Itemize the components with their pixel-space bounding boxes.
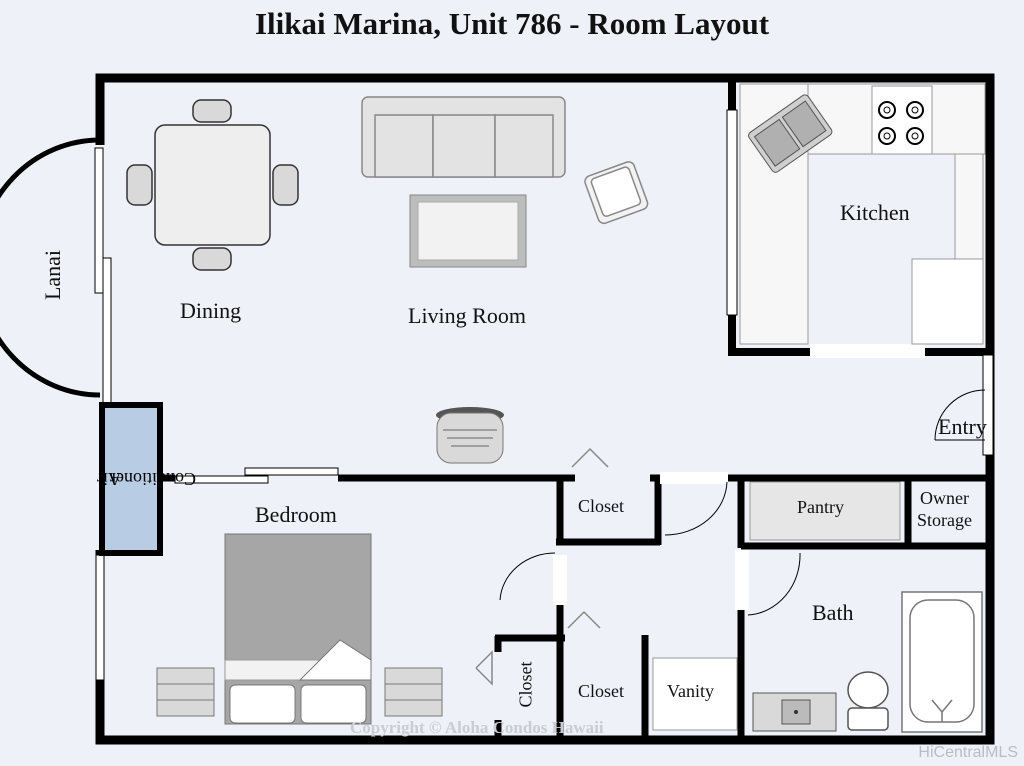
vanity-box <box>652 657 738 731</box>
label-closet-lower: Closet <box>578 681 625 701</box>
label-pantry: Pantry <box>797 497 844 517</box>
bed <box>224 533 372 725</box>
bathtub <box>901 591 983 733</box>
label-owner-storage: Owner Storage <box>917 487 972 531</box>
nightstands <box>156 667 443 717</box>
kitchen-sink <box>748 94 833 173</box>
entry-door <box>934 354 994 456</box>
bedroom-sliding-door <box>174 467 339 484</box>
kitchen-walls <box>728 78 990 356</box>
label-kitchen: Kitchen <box>840 200 910 225</box>
label-bath: Bath <box>812 600 854 625</box>
pantry-shelf <box>749 481 901 541</box>
air-conditioner-box <box>99 402 163 556</box>
swing-doors <box>499 472 801 616</box>
lanai-arc <box>0 137 101 398</box>
label-living-room: Living Room <box>408 303 526 328</box>
label-dining: Dining <box>180 298 242 323</box>
toilet <box>847 671 889 731</box>
label-bedroom: Bedroom <box>255 502 337 527</box>
coffee-table <box>409 194 527 268</box>
dining-table <box>126 99 299 271</box>
interior-walls <box>160 474 990 740</box>
stove <box>871 85 933 155</box>
sofa <box>361 96 566 178</box>
kitchen-opening-strip <box>726 109 738 316</box>
page-title: Ilikai Marina, Unit 786 - Room Layout <box>254 6 770 41</box>
kitchen-opening-bottom <box>810 344 925 358</box>
copyright-text: Copyright © Aloha Condos Hawaii <box>350 718 604 737</box>
label-closet-vertical: Closet <box>515 661 536 708</box>
label-air-conditioner-line2: Conditioner <box>110 469 196 489</box>
label-lanai: Lanai <box>40 249 66 301</box>
floor-fan <box>436 407 504 464</box>
watermark-text: HiCentralMLS <box>918 744 1018 761</box>
closet-door-marks <box>475 447 609 686</box>
label-owner-storage-line1: Owner <box>920 488 969 508</box>
label-owner-storage-line2: Storage <box>917 510 972 530</box>
label-entry: Entry <box>938 414 987 439</box>
label-vanity: Vanity <box>667 681 714 701</box>
bath-sink <box>752 692 837 732</box>
armchair <box>584 161 649 225</box>
label-closet-upper: Closet <box>578 496 625 516</box>
